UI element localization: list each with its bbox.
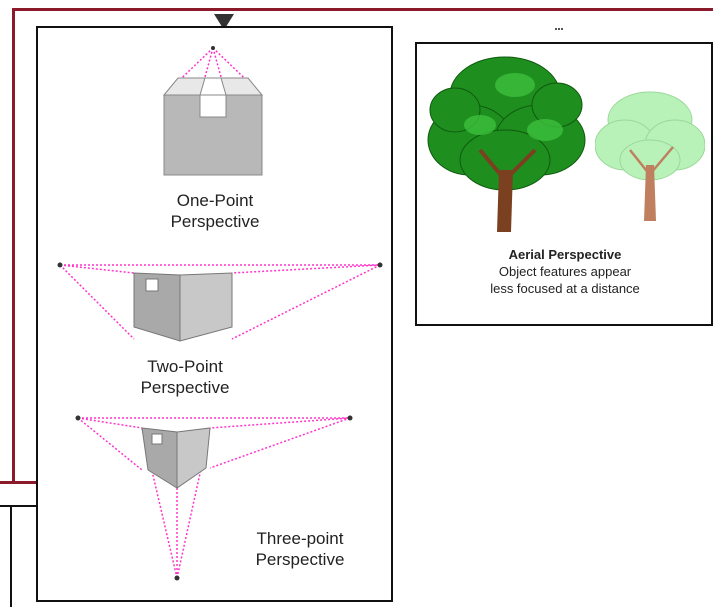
frame-outer-left-vertical bbox=[10, 505, 12, 607]
top-marker-icon bbox=[214, 14, 234, 30]
frame-top-border bbox=[12, 8, 713, 11]
two-point-caption-line1: Two-Point bbox=[147, 357, 223, 376]
decorative-dots bbox=[555, 28, 563, 33]
frame-outer-left-line bbox=[0, 505, 38, 507]
three-point-caption: Three-point Perspective bbox=[215, 528, 385, 570]
frame-left-border bbox=[12, 8, 15, 483]
dark-tree-icon bbox=[427, 56, 586, 232]
two-point-caption-line2: Perspective bbox=[140, 378, 230, 397]
one-point-caption: One-Point Perspective bbox=[120, 190, 310, 232]
aerial-caption: Aerial Perspective Object features appea… bbox=[425, 246, 705, 297]
light-tree-icon bbox=[595, 91, 705, 221]
aerial-caption-line2: less focused at a distance bbox=[490, 281, 640, 296]
two-point-caption: Two-Point Perspective bbox=[90, 356, 280, 398]
frame-bottom-border bbox=[0, 481, 38, 484]
aerial-caption-line1: Object features appear bbox=[498, 264, 632, 279]
two-point-perspective-drawing bbox=[57, 262, 383, 342]
three-point-caption-line2: Perspective bbox=[255, 550, 345, 569]
aerial-caption-title: Aerial Perspective bbox=[508, 247, 622, 262]
one-point-caption-line2: Perspective bbox=[170, 212, 260, 231]
one-point-perspective-drawing bbox=[162, 46, 264, 176]
one-point-caption-line1: One-Point bbox=[176, 191, 254, 210]
three-point-caption-line1: Three-point bbox=[256, 529, 344, 548]
three-point-perspective-drawing bbox=[75, 415, 353, 581]
